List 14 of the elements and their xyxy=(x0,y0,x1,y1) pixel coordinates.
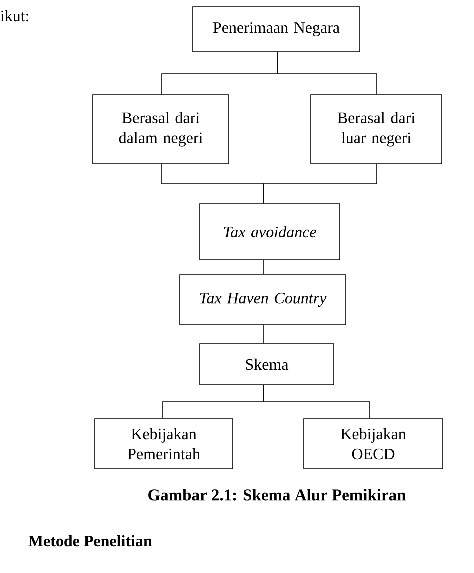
process-box: Tax avoidance xyxy=(200,204,340,260)
process-box: Berasal dari luar negeri xyxy=(310,94,442,164)
connector xyxy=(264,164,378,204)
process-box: Kebijakan Pemerintah xyxy=(94,418,234,470)
figure-caption: Gambar 2.1: Skema Alur Pemikiran xyxy=(148,489,406,501)
section-heading: Metode Penelitian xyxy=(28,535,152,547)
connector xyxy=(278,52,378,95)
text-fragment: ikut: xyxy=(0,10,28,22)
process-box: Berasal dari dalam negeri xyxy=(92,94,230,164)
connector xyxy=(264,385,370,419)
process-box: Penerimaan Negara xyxy=(192,6,360,52)
process-box: Tax Haven Country xyxy=(180,274,346,326)
process-box: Skema xyxy=(200,344,334,386)
process-box: Kebijakan OECD xyxy=(304,418,444,470)
